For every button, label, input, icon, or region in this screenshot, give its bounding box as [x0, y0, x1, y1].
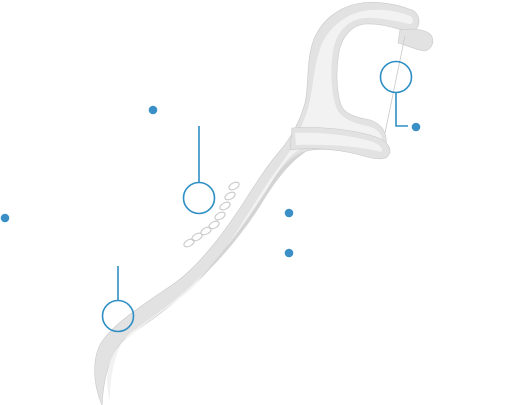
grip-ridge: [228, 181, 240, 191]
callout-floss-tip: [379, 60, 413, 127]
grip-ridge: [208, 220, 220, 230]
callout-ring: [379, 60, 413, 94]
grip-ridge: [214, 211, 226, 221]
marker-dot-1: [148, 105, 158, 115]
grip-ridge: [224, 191, 236, 201]
marker-dot-3: [411, 122, 421, 132]
pick-highlight: [107, 9, 413, 401]
marker-dot-2: [0, 213, 10, 223]
pick-shadow: [198, 151, 307, 281]
grip-ridge: [219, 201, 231, 211]
grip-ridges: [183, 181, 240, 248]
grip-ridge: [191, 232, 203, 242]
floss-string: [384, 35, 406, 134]
marker-dot-5: [284, 248, 294, 258]
callout-leader: [395, 92, 408, 127]
floss-pick-illustration: [94, 2, 434, 405]
callout-handle-grip: [182, 126, 216, 215]
pick-upper-prong-tip: [397, 28, 434, 52]
marker-dot-4: [284, 208, 294, 218]
markers: [0, 105, 421, 258]
pick-lower-prong-face: [295, 132, 382, 152]
callout-handle-tail: [101, 266, 135, 333]
grip-ridge: [183, 238, 195, 248]
callout-ring: [182, 181, 216, 215]
callouts: [101, 60, 413, 333]
